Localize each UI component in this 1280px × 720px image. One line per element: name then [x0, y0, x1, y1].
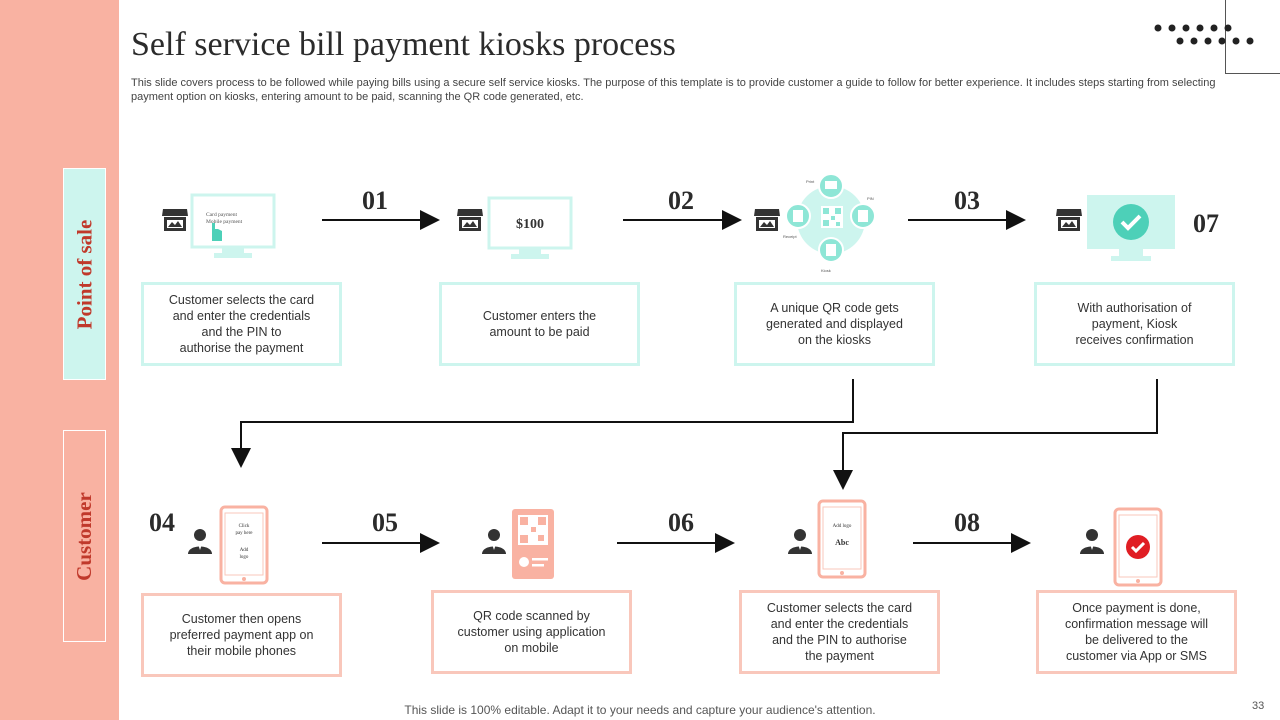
store-icon: [754, 209, 780, 231]
mobile-qr-icon: [512, 509, 554, 579]
lane-label-customer: Customer: [63, 430, 106, 642]
step-box: Customer then opens preferred payment ap…: [141, 593, 342, 677]
mobile-confirmation-icon: [1113, 507, 1163, 587]
monitor-text: Card payment: [206, 212, 237, 218]
person-icon: [1080, 529, 1104, 554]
step-box: Customer selects the card and enter the …: [141, 282, 342, 366]
qr-code-hub-icon: Print PIN Receipt Kiosk: [783, 173, 876, 273]
qr-label: Print: [806, 179, 815, 184]
person-icon: [482, 529, 506, 554]
phone-text: Add: [240, 548, 249, 553]
corner-decoration-line: [1225, 73, 1280, 74]
lane-label-point-of-sale: Point of sale: [63, 168, 106, 380]
phone-text: Click: [239, 524, 250, 529]
step-number: 07: [1193, 209, 1219, 238]
monitor-icon: Card payment Mobile payment: [190, 193, 276, 258]
step-number: 05: [372, 508, 398, 537]
qr-label: PIN: [867, 196, 874, 201]
phone-text: logo: [240, 555, 249, 560]
phone-text: pay here: [235, 531, 253, 536]
person-icon: [188, 529, 212, 554]
store-icon: [1056, 209, 1082, 231]
store-icon: [457, 209, 483, 231]
qr-label: Kiosk: [821, 268, 831, 273]
mobile-phone-icon: Click pay here Add logo: [219, 505, 269, 585]
step-number: 08: [954, 508, 980, 537]
step-box: With authorisation of payment, Kiosk rec…: [1034, 282, 1235, 366]
monitor-icon: $100: [487, 196, 573, 259]
corner-decoration-line: [1225, 0, 1226, 74]
step-box: Customer enters the amount to be paid: [439, 282, 640, 366]
step-box: QR code scanned by customer using applic…: [431, 590, 632, 674]
monitor-check-icon: [1087, 195, 1175, 261]
step-number: 02: [668, 186, 694, 215]
step-box: A unique QR code gets generated and disp…: [734, 282, 935, 366]
footer-note: This slide is 100% editable. Adapt it to…: [404, 703, 876, 717]
monitor-text: Mobile payment: [206, 219, 243, 225]
store-icon: [162, 209, 188, 231]
page-number: 33: [1252, 700, 1265, 712]
mobile-phone-icon: Add logo Abc: [817, 499, 867, 579]
step-number: 03: [954, 186, 980, 215]
step-number: 06: [668, 508, 694, 537]
step-number: 01: [362, 186, 388, 215]
qr-label: Receipt: [783, 234, 797, 239]
page-description: This slide covers process to be followed…: [131, 77, 1216, 103]
step-box: Customer selects the card and enter the …: [739, 590, 940, 674]
person-icon: [788, 529, 812, 554]
phone-text: Add logo: [833, 524, 852, 529]
phone-text: Abc: [835, 538, 849, 547]
amount-text: $100: [516, 217, 544, 232]
page-title: Self service bill payment kiosks process: [131, 26, 676, 63]
step-number: 04: [149, 508, 175, 537]
step-box: Once payment is done, confirmation messa…: [1036, 590, 1237, 674]
